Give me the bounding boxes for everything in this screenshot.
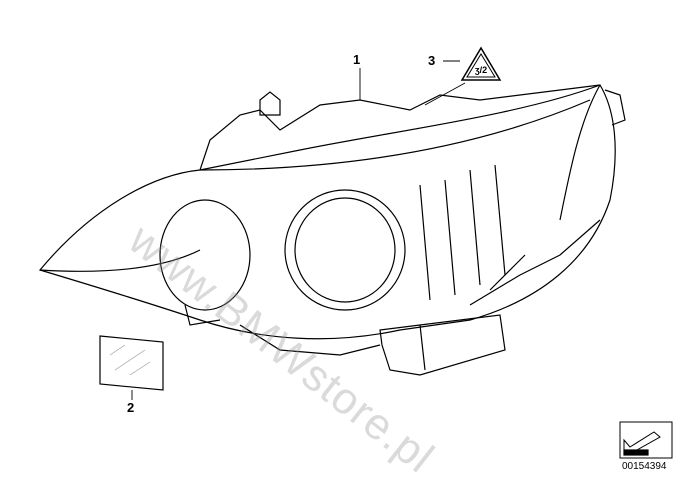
svg-text:ʒ/2: ʒ/2: [475, 65, 487, 75]
callout-1-headlight: 1: [353, 52, 361, 67]
warning-triangle-icon: ʒ/2: [460, 46, 502, 81]
diagram-number: 00154394: [622, 461, 667, 472]
callout-3-warning: 3: [428, 53, 436, 68]
sticker-label: [99, 335, 164, 391]
headlight-assembly: [38, 84, 626, 376]
diagram-symbol-icon: [619, 421, 673, 459]
leader-lines: [131, 60, 466, 400]
callout-2-sticker: 2: [127, 400, 135, 415]
